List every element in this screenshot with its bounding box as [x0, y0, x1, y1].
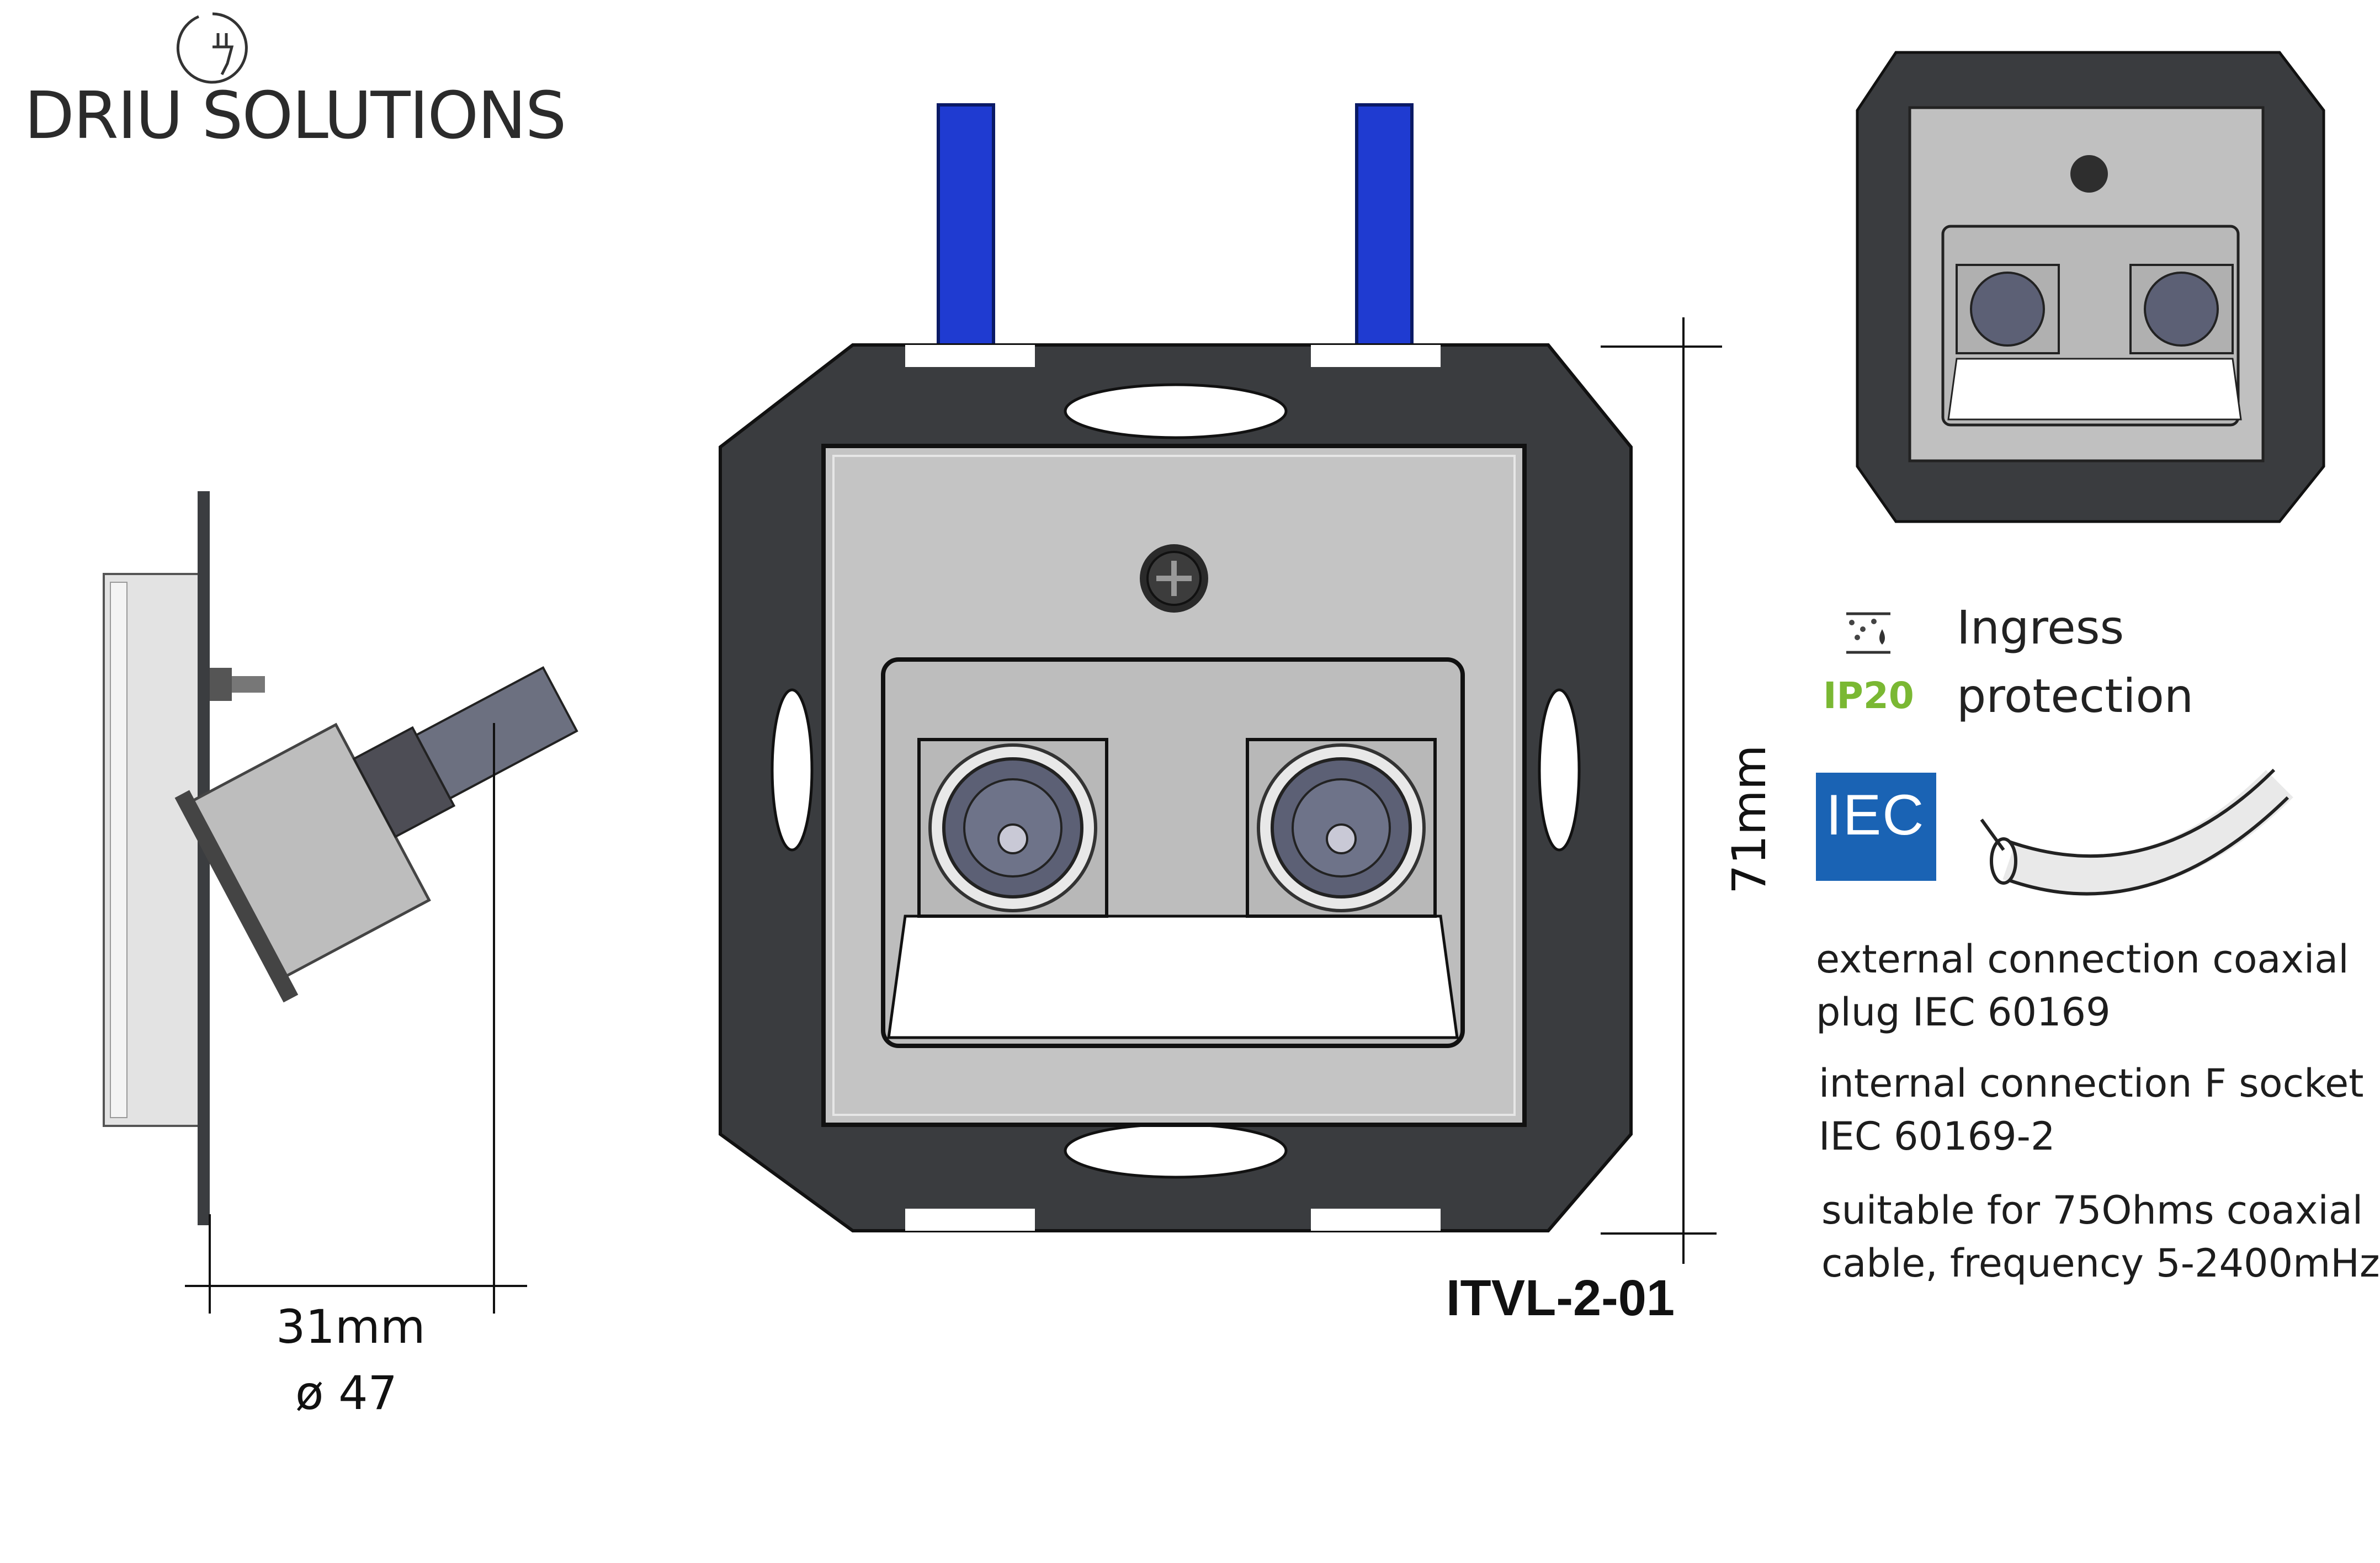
depth-label: 31mm: [276, 1300, 426, 1354]
spec-internal-line1: internal connection F socket: [1819, 1061, 2364, 1106]
plug-bulb-logo-icon: [176, 12, 248, 84]
spec-cable-line2: cable, frequency 5-2400mHz: [1821, 1241, 2380, 1286]
diameter-label: ø 47: [295, 1366, 397, 1420]
spec-external-line2: plug IEC 60169: [1816, 990, 2111, 1035]
iec-logo: IEC: [1816, 773, 1936, 881]
front-view: [719, 103, 1722, 1264]
brand-name: DRIU SOLUTIONS: [24, 77, 566, 153]
height-label: 71mm: [1722, 745, 1776, 894]
spec-internal-line2: IEC 60169-2: [1819, 1114, 2055, 1159]
side-view: [103, 491, 578, 1314]
coaxial-cable-icon: [1980, 768, 2293, 896]
ingress-title-line1: Ingress: [1957, 600, 2124, 655]
water-dust-drops-icon: [1846, 612, 1890, 654]
product-thumbnail: [1856, 51, 2325, 523]
spec-external-line1: external connection coaxial: [1816, 937, 2349, 982]
model-number: ITVL-2-01: [1446, 1270, 1675, 1326]
ip-code: IP20: [1823, 674, 1914, 717]
iec-logo-text: IEC: [1826, 783, 1925, 847]
spec-cable-line1: suitable for 75Ohms coaxial: [1821, 1188, 2363, 1233]
ingress-title-line2: protection: [1957, 669, 2194, 723]
